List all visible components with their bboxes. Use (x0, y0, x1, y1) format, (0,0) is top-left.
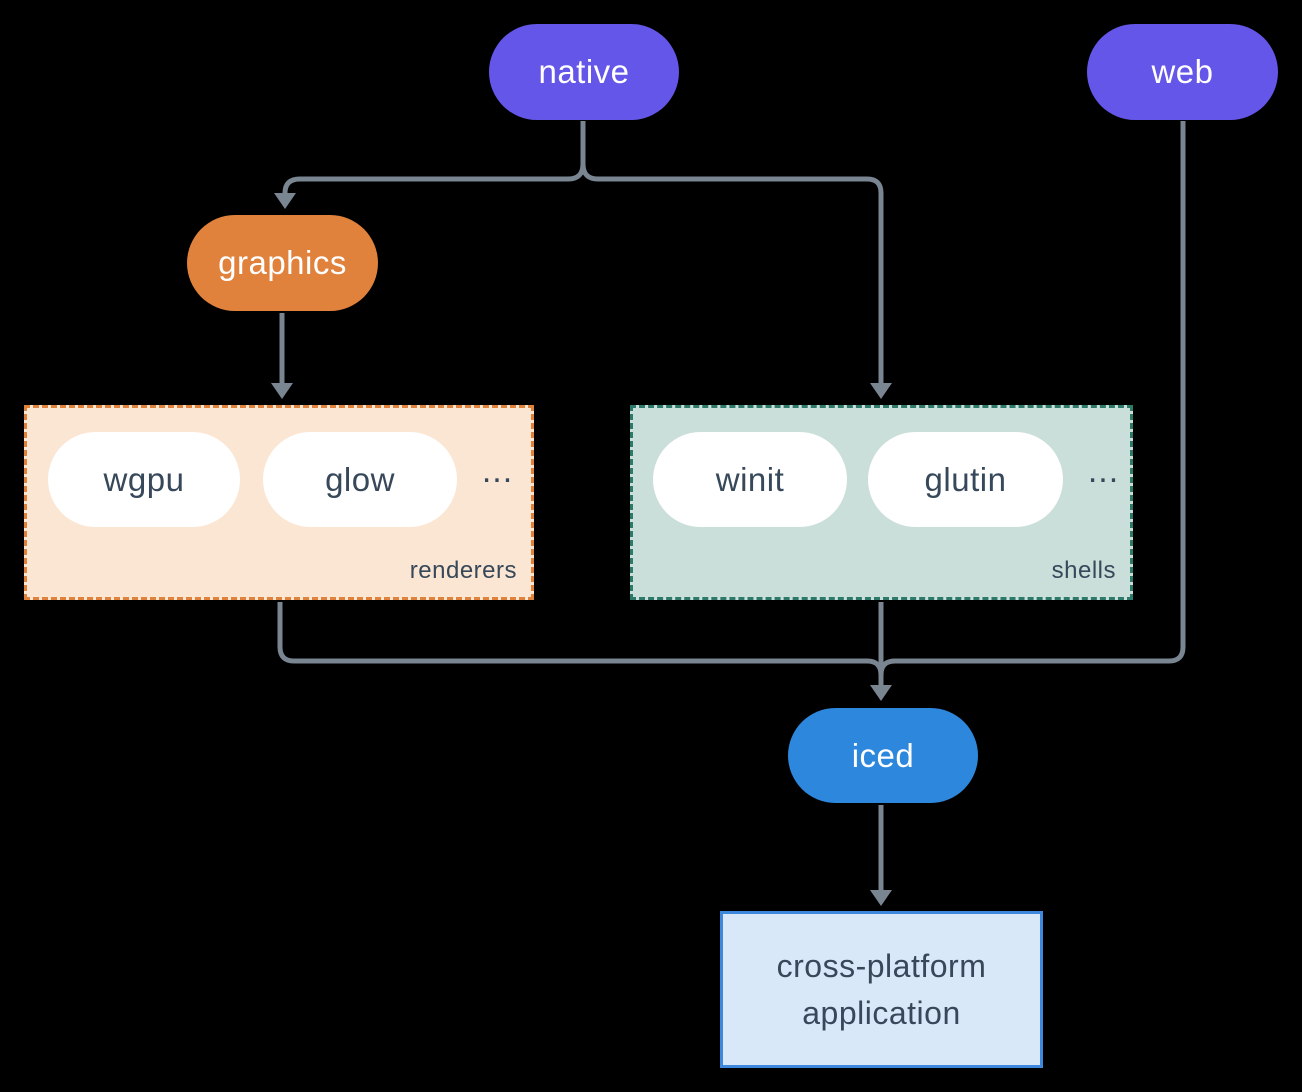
edge-web-to-iced (878, 121, 1186, 676)
app-label-line1: cross-platform (776, 947, 987, 984)
node-graphics: graphics (187, 215, 378, 311)
edge-renderers-to-iced (277, 602, 884, 676)
group-shells: winit glutin ... shells (630, 405, 1133, 600)
arrowhead-shells (870, 383, 892, 399)
shells-ellipsis: ... (1087, 452, 1120, 490)
node-winit: winit (653, 432, 847, 527)
arrowhead-app (870, 890, 892, 906)
node-wgpu: wgpu (48, 432, 240, 527)
app-label-line2: application (802, 994, 961, 1031)
group-renderers: wgpu glow ... renderers (24, 405, 534, 600)
shells-group-label: shells (1051, 557, 1116, 584)
node-native: native (489, 24, 679, 120)
edge-native-to-shells (580, 163, 884, 383)
node-iced: iced (788, 708, 978, 803)
renderers-group-label: renderers (409, 557, 517, 584)
arrowhead-renderers (271, 383, 293, 399)
node-glow: glow (263, 432, 457, 527)
edge-native-to-graphics (282, 163, 586, 194)
node-glutin: glutin (868, 432, 1063, 527)
renderers-ellipsis: ... (481, 452, 514, 490)
node-web: web (1087, 24, 1278, 120)
arrowhead-iced (870, 685, 892, 701)
node-cross-platform-application: cross-platform application (720, 911, 1043, 1068)
arrowhead-graphics (274, 193, 296, 209)
